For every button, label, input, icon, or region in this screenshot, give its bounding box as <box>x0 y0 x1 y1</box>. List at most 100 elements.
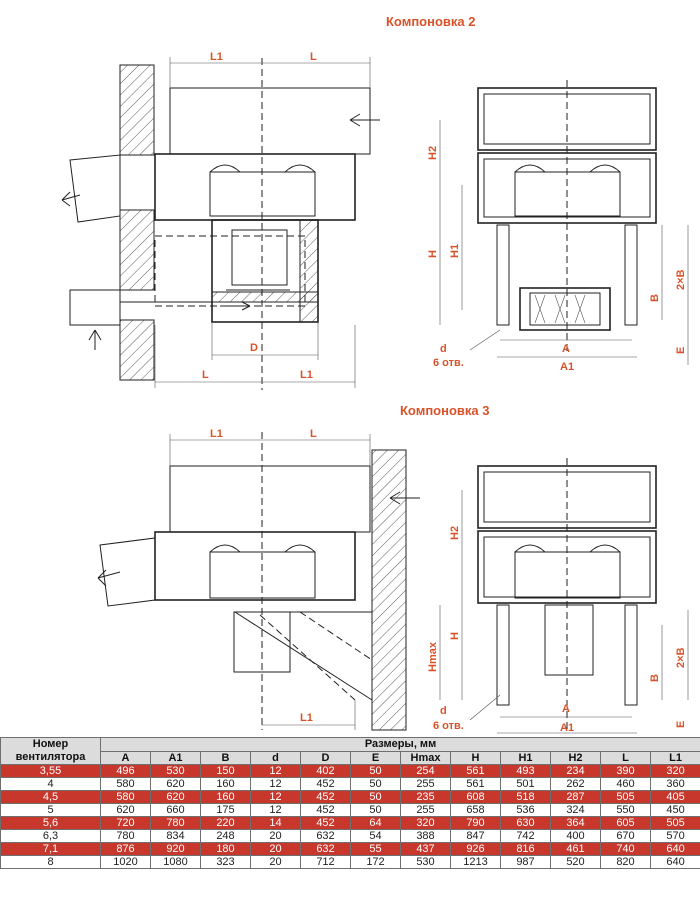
size-cell: 518 <box>500 790 551 804</box>
size-cell: 926 <box>450 842 501 856</box>
fan-number-cell: 4 <box>0 777 101 791</box>
size-cell: 160 <box>200 790 251 804</box>
size-cell: 20 <box>250 842 301 856</box>
size-cell: 561 <box>450 777 501 791</box>
size-cell: 402 <box>300 764 351 778</box>
layout3-front-view: H2 H Hmax B 2×B E A A1 d 6 отв. <box>427 458 689 734</box>
size-cell: 847 <box>450 829 501 843</box>
size-cell: 660 <box>150 803 201 817</box>
size-cell: 790 <box>450 816 501 830</box>
column-header: B <box>200 750 251 765</box>
wall-bottom <box>119 319 155 381</box>
layout2-dim-holes: 6 отв. <box>433 357 464 369</box>
column-header: E <box>350 750 401 765</box>
size-cell: 630 <box>500 816 551 830</box>
size-cell: 54 <box>350 829 401 843</box>
layout2-title: Компоновка 2 <box>386 14 476 29</box>
column-header: L1 <box>649 750 700 765</box>
size-cell: 501 <box>500 777 551 791</box>
size-cell: 55 <box>350 842 401 856</box>
size-cell: 235 <box>400 790 451 804</box>
fan-number-header: Номер вентилятора <box>0 737 101 765</box>
size-cell: 400 <box>550 829 601 843</box>
size-cell: 50 <box>350 790 401 804</box>
size-cell: 530 <box>150 764 201 778</box>
sizes-header: Размеры, мм <box>99 737 700 752</box>
wall-top <box>119 64 155 156</box>
fan-housing <box>154 153 356 221</box>
fan-housing-3 <box>154 531 356 601</box>
size-cell: 580 <box>100 790 151 804</box>
size-cell: 388 <box>400 829 451 843</box>
outlet-duct-3 <box>99 537 156 607</box>
size-cell: 150 <box>200 764 251 778</box>
layout3-dim-A: A <box>562 703 570 715</box>
size-cell: 834 <box>150 829 201 843</box>
layout2-dim-L1-bottom: L1 <box>300 369 313 381</box>
wall3 <box>371 449 407 731</box>
size-cell: 360 <box>649 777 700 791</box>
size-cell: 248 <box>200 829 251 843</box>
size-cell: 605 <box>600 816 651 830</box>
size-cell: 742 <box>500 829 551 843</box>
size-cell: 452 <box>300 790 351 804</box>
size-cell: 14 <box>250 816 301 830</box>
layout2-dim-E: E <box>675 347 687 354</box>
size-cell: 580 <box>100 777 151 791</box>
size-cell: 530 <box>400 855 451 869</box>
size-cell: 550 <box>600 803 651 817</box>
size-cell: 670 <box>600 829 651 843</box>
size-cell: 632 <box>300 842 351 856</box>
size-cell: 816 <box>500 842 551 856</box>
size-cell: 180 <box>200 842 251 856</box>
size-cell: 50 <box>350 764 401 778</box>
size-cell: 452 <box>300 777 351 791</box>
size-cell: 50 <box>350 777 401 791</box>
fan-number-cell: 8 <box>0 855 101 869</box>
size-cell: 620 <box>150 790 201 804</box>
size-cell: 175 <box>200 803 251 817</box>
layout2-dim-A1: A1 <box>560 361 574 373</box>
motor <box>231 229 288 286</box>
size-cell: 172 <box>350 855 401 869</box>
size-cell: 287 <box>550 790 601 804</box>
size-cell: 220 <box>200 816 251 830</box>
size-cell: 496 <box>100 764 151 778</box>
layout2-dim-L1-top: L1 <box>210 51 223 63</box>
size-cell: 452 <box>300 803 351 817</box>
size-cell: 12 <box>250 777 301 791</box>
size-cell: 620 <box>150 777 201 791</box>
column-header: A <box>100 750 151 765</box>
size-cell: 255 <box>400 803 451 817</box>
column-header: L <box>600 750 651 765</box>
size-cell: 608 <box>450 790 501 804</box>
size-cell: 262 <box>550 777 601 791</box>
fan-number-cell: 3,55 <box>0 764 101 778</box>
size-cell: 740 <box>600 842 651 856</box>
fan-number-cell: 5 <box>0 803 101 817</box>
size-cell: 452 <box>300 816 351 830</box>
size-cell: 320 <box>400 816 451 830</box>
size-cell: 620 <box>100 803 151 817</box>
outlet-duct <box>69 154 121 223</box>
size-cell: 12 <box>250 764 301 778</box>
layout3-dim-L1-top: L1 <box>210 428 223 440</box>
size-cell: 324 <box>550 803 601 817</box>
layout2-dim-D: D <box>250 342 258 354</box>
layout3-dim-B: B <box>649 674 661 682</box>
layout3-dim-holes: 6 отв. <box>433 720 464 732</box>
layout3-dim-H2: H2 <box>449 526 461 540</box>
layout2-dim-H: H <box>427 250 439 258</box>
layout3-dim-A1: A1 <box>560 722 574 734</box>
layout2-side-view: L1 L D L L1 <box>61 51 380 390</box>
size-cell: 640 <box>649 855 700 869</box>
size-cell: 323 <box>200 855 251 869</box>
layout3-dim-L-top: L <box>310 428 317 440</box>
